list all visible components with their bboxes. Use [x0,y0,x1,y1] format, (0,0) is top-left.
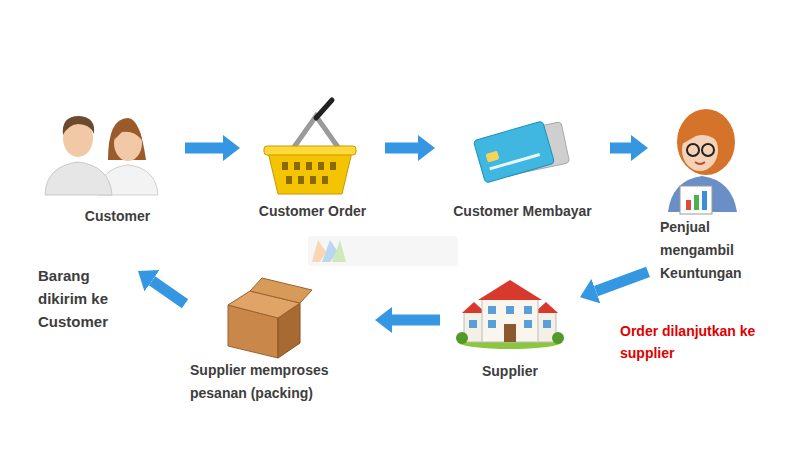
basket-holes [282,162,336,184]
basket-hole [286,176,292,184]
body [668,176,737,212]
step-label: Customer Order [240,202,385,220]
window [488,306,496,314]
basket-hole [318,162,324,170]
hair [108,118,146,160]
flow-arrow [596,272,648,291]
flow-arrow [392,314,440,325]
window [524,320,532,328]
card-icon [473,121,569,183]
customer-icon [45,116,158,195]
flow-arrow [185,142,223,153]
hair [114,124,142,140]
chart-bar [686,200,691,210]
card-stripe [489,153,540,170]
tree [552,332,564,344]
process-step: Supplier memproses pesanan (packing) [185,270,375,405]
window [524,306,532,314]
step-label: Supplier [440,362,580,380]
basket-rim [264,146,356,155]
process-step: Customer Order [240,105,385,220]
step-label: Penjual mengambil Keuntungan [660,216,763,285]
basket-hole [330,162,336,170]
door [504,324,516,342]
basket-hole [306,162,312,170]
step-label: Barang dikirim ke Customer [38,264,138,333]
flow-arrow [610,142,631,153]
process-step: Barang dikirim ke Customer [38,264,138,334]
chart-bar [702,191,707,210]
hair [63,116,94,135]
hair [677,109,735,175]
arrow-label: Order dilanjutkan ke supplier [620,320,760,364]
mouth [695,162,705,164]
package-icon [228,278,312,358]
watermark-plate [308,236,458,266]
basket-body [268,152,352,194]
main-block [482,298,538,342]
head [114,125,142,161]
basket-hole [310,176,316,184]
watermark-mark [332,240,346,262]
process-step: Penjual mengambil Keuntungan [648,110,763,285]
process-step: Customer Membayar [435,105,610,220]
watermark-logo [308,236,458,266]
process-step: Supplier [440,280,580,380]
flow-arrow [385,143,418,154]
hair [682,124,720,146]
glasses [687,144,699,156]
basket-hole [294,162,300,170]
flow-arrow [152,281,185,304]
chart-board [680,186,712,214]
process-step: Customer [50,110,185,225]
step-label: Customer Membayar [435,202,610,220]
basket-handle [316,100,332,118]
window [543,320,551,328]
window [506,306,514,314]
basket-hole [298,176,304,184]
chart-bar [694,195,699,210]
window [469,320,477,328]
basket-handle [292,116,340,150]
basket-hole [322,176,328,184]
tree [456,332,468,344]
step-label: Customer [50,207,185,225]
box-flap [250,278,312,303]
card-chip [485,151,499,163]
basket-hole [282,162,288,170]
building-icon [456,280,564,349]
roof [478,280,542,300]
card [473,121,554,183]
window [488,320,496,328]
basket-icon [264,100,356,194]
glasses [702,144,714,156]
seller-icon [668,109,737,214]
body [45,162,112,195]
step-label: Supplier memproses pesanan (packing) [190,359,375,405]
